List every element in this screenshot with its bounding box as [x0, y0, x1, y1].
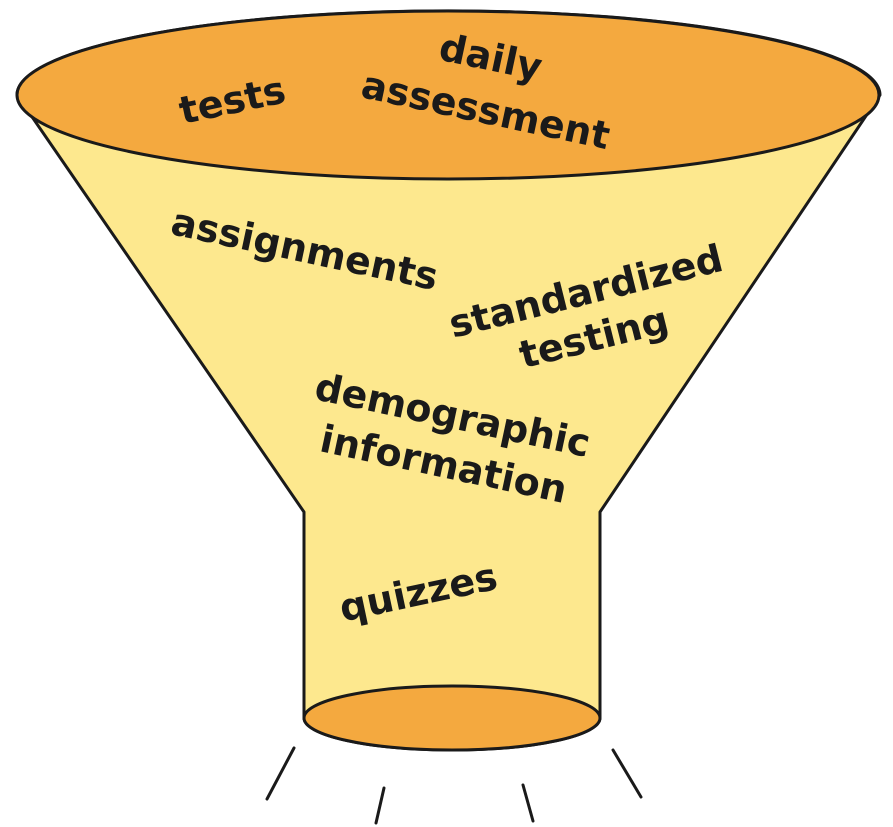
funnel-top-opening — [15, 9, 881, 181]
flow-line-3 — [521, 783, 535, 823]
flow-line-4 — [611, 748, 643, 799]
flow-line-2 — [374, 786, 386, 825]
flow-line-1 — [265, 746, 296, 801]
funnel-spout-opening — [302, 684, 602, 752]
